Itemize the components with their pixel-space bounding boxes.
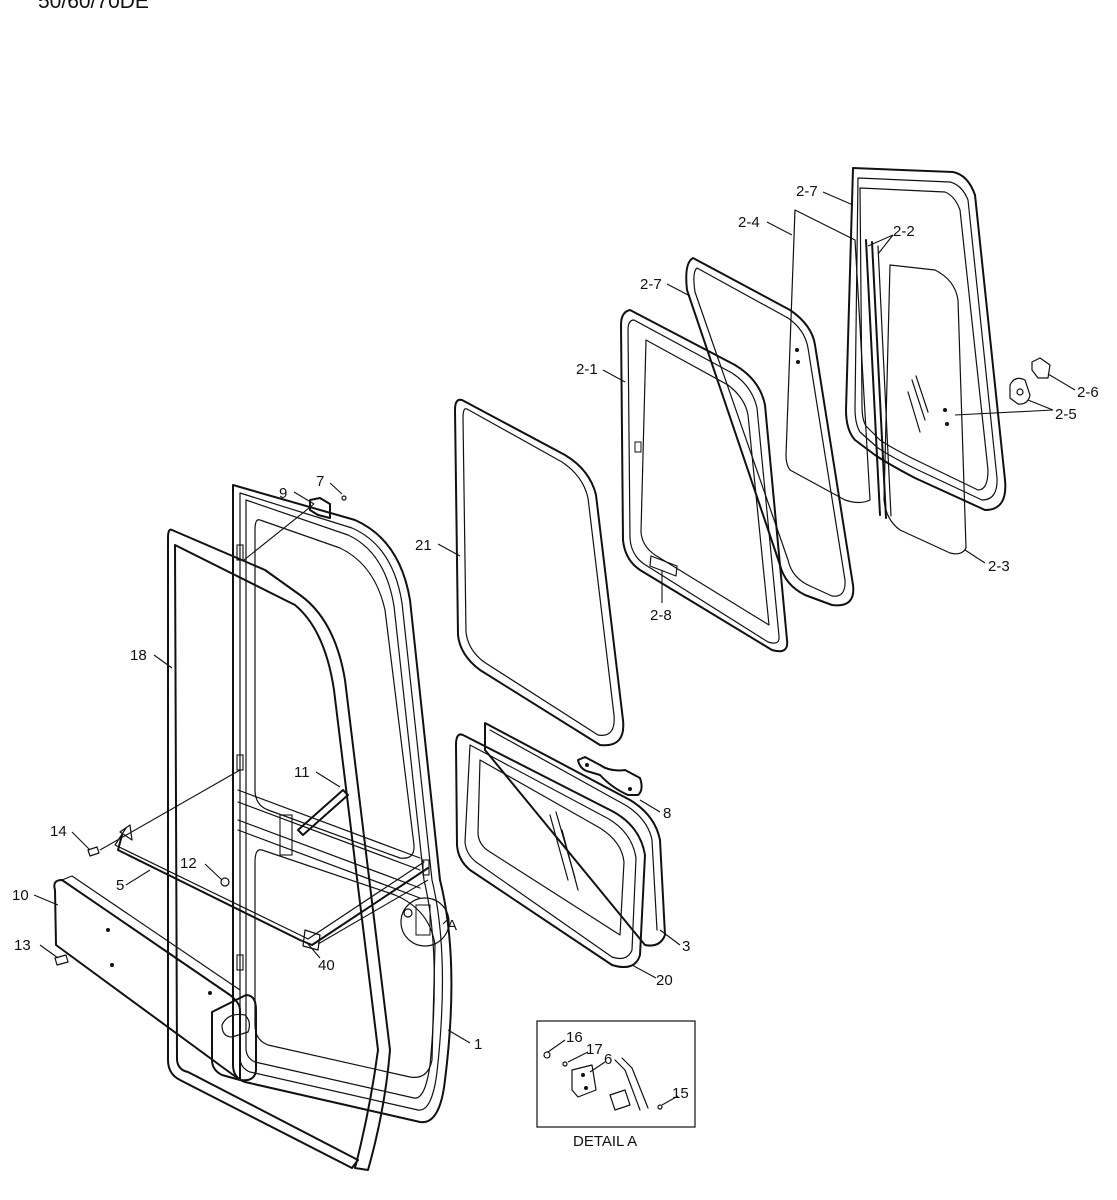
vertical-rails-2-2 [865,239,892,519]
callout-8: 8 [663,805,671,822]
panel-10 [53,875,257,1082]
callout-2-3: 2-3 [988,558,1010,575]
callout-1: 1 [474,1036,482,1053]
door-frame-1 [232,484,453,1124]
window-frame-2-7 [685,257,855,607]
callout-2-7-b: 2-7 [640,276,662,293]
page-title: 50/60/70DE [38,0,149,13]
window-frame-2-1 [620,309,789,653]
bolt-14 [87,846,100,857]
callout-7: 7 [316,473,324,490]
callout-2-5: 2-5 [1055,406,1077,423]
callout-2-2: 2-2 [893,223,915,240]
lower-window-seal-20 [455,733,646,968]
callout-15: 15 [672,1085,689,1102]
window-seal-21 [454,398,625,747]
callout-2-4: 2-4 [738,214,760,231]
callout-16: 16 [566,1029,583,1046]
handle-8 [577,756,643,796]
detail-a-box [536,1020,696,1128]
callout-5: 5 [116,877,124,894]
callout-17: 17 [586,1041,603,1058]
rear-window-frame [845,167,1007,511]
callout-2-8: 2-8 [650,607,672,624]
callout-6: 6 [604,1051,612,1068]
callout-3: 3 [682,938,690,955]
glass-panel-2-3 [883,264,967,555]
callout-labels: 2-7 2-4 2-2 2-7 2-1 2-6 2-5 2-3 2-8 21 7… [12,183,1099,1150]
catch-2-6 [1031,357,1051,379]
leader-lines [33,191,1076,1106]
callout-12: 12 [180,855,197,872]
callout-18: 18 [130,647,147,664]
callout-2-7: 2-7 [796,183,818,200]
callout-14: 14 [50,823,67,840]
bar-11 [297,789,349,836]
bolt-13 [54,954,69,966]
callout-9: 9 [279,485,287,502]
callout-20: 20 [656,972,673,989]
catch-2-5 [1009,377,1031,405]
detail-a-title: DETAIL A [573,1133,637,1150]
hinge-9 [309,495,347,519]
callout-11: 11 [294,764,310,781]
glass-panel-2-4 [785,209,871,504]
callout-2-1: 2-1 [576,361,598,378]
detail-a-marker [400,897,450,947]
callout-2-6: 2-6 [1077,384,1099,401]
nut-12 [220,877,230,887]
callout-13: 13 [14,937,31,954]
callout-21: 21 [415,537,432,554]
callout-10: 10 [12,887,29,904]
lower-window-3 [484,722,666,947]
weather-strip-18 [167,528,391,1171]
callout-a: A [447,917,457,934]
callout-40: 40 [318,957,335,974]
